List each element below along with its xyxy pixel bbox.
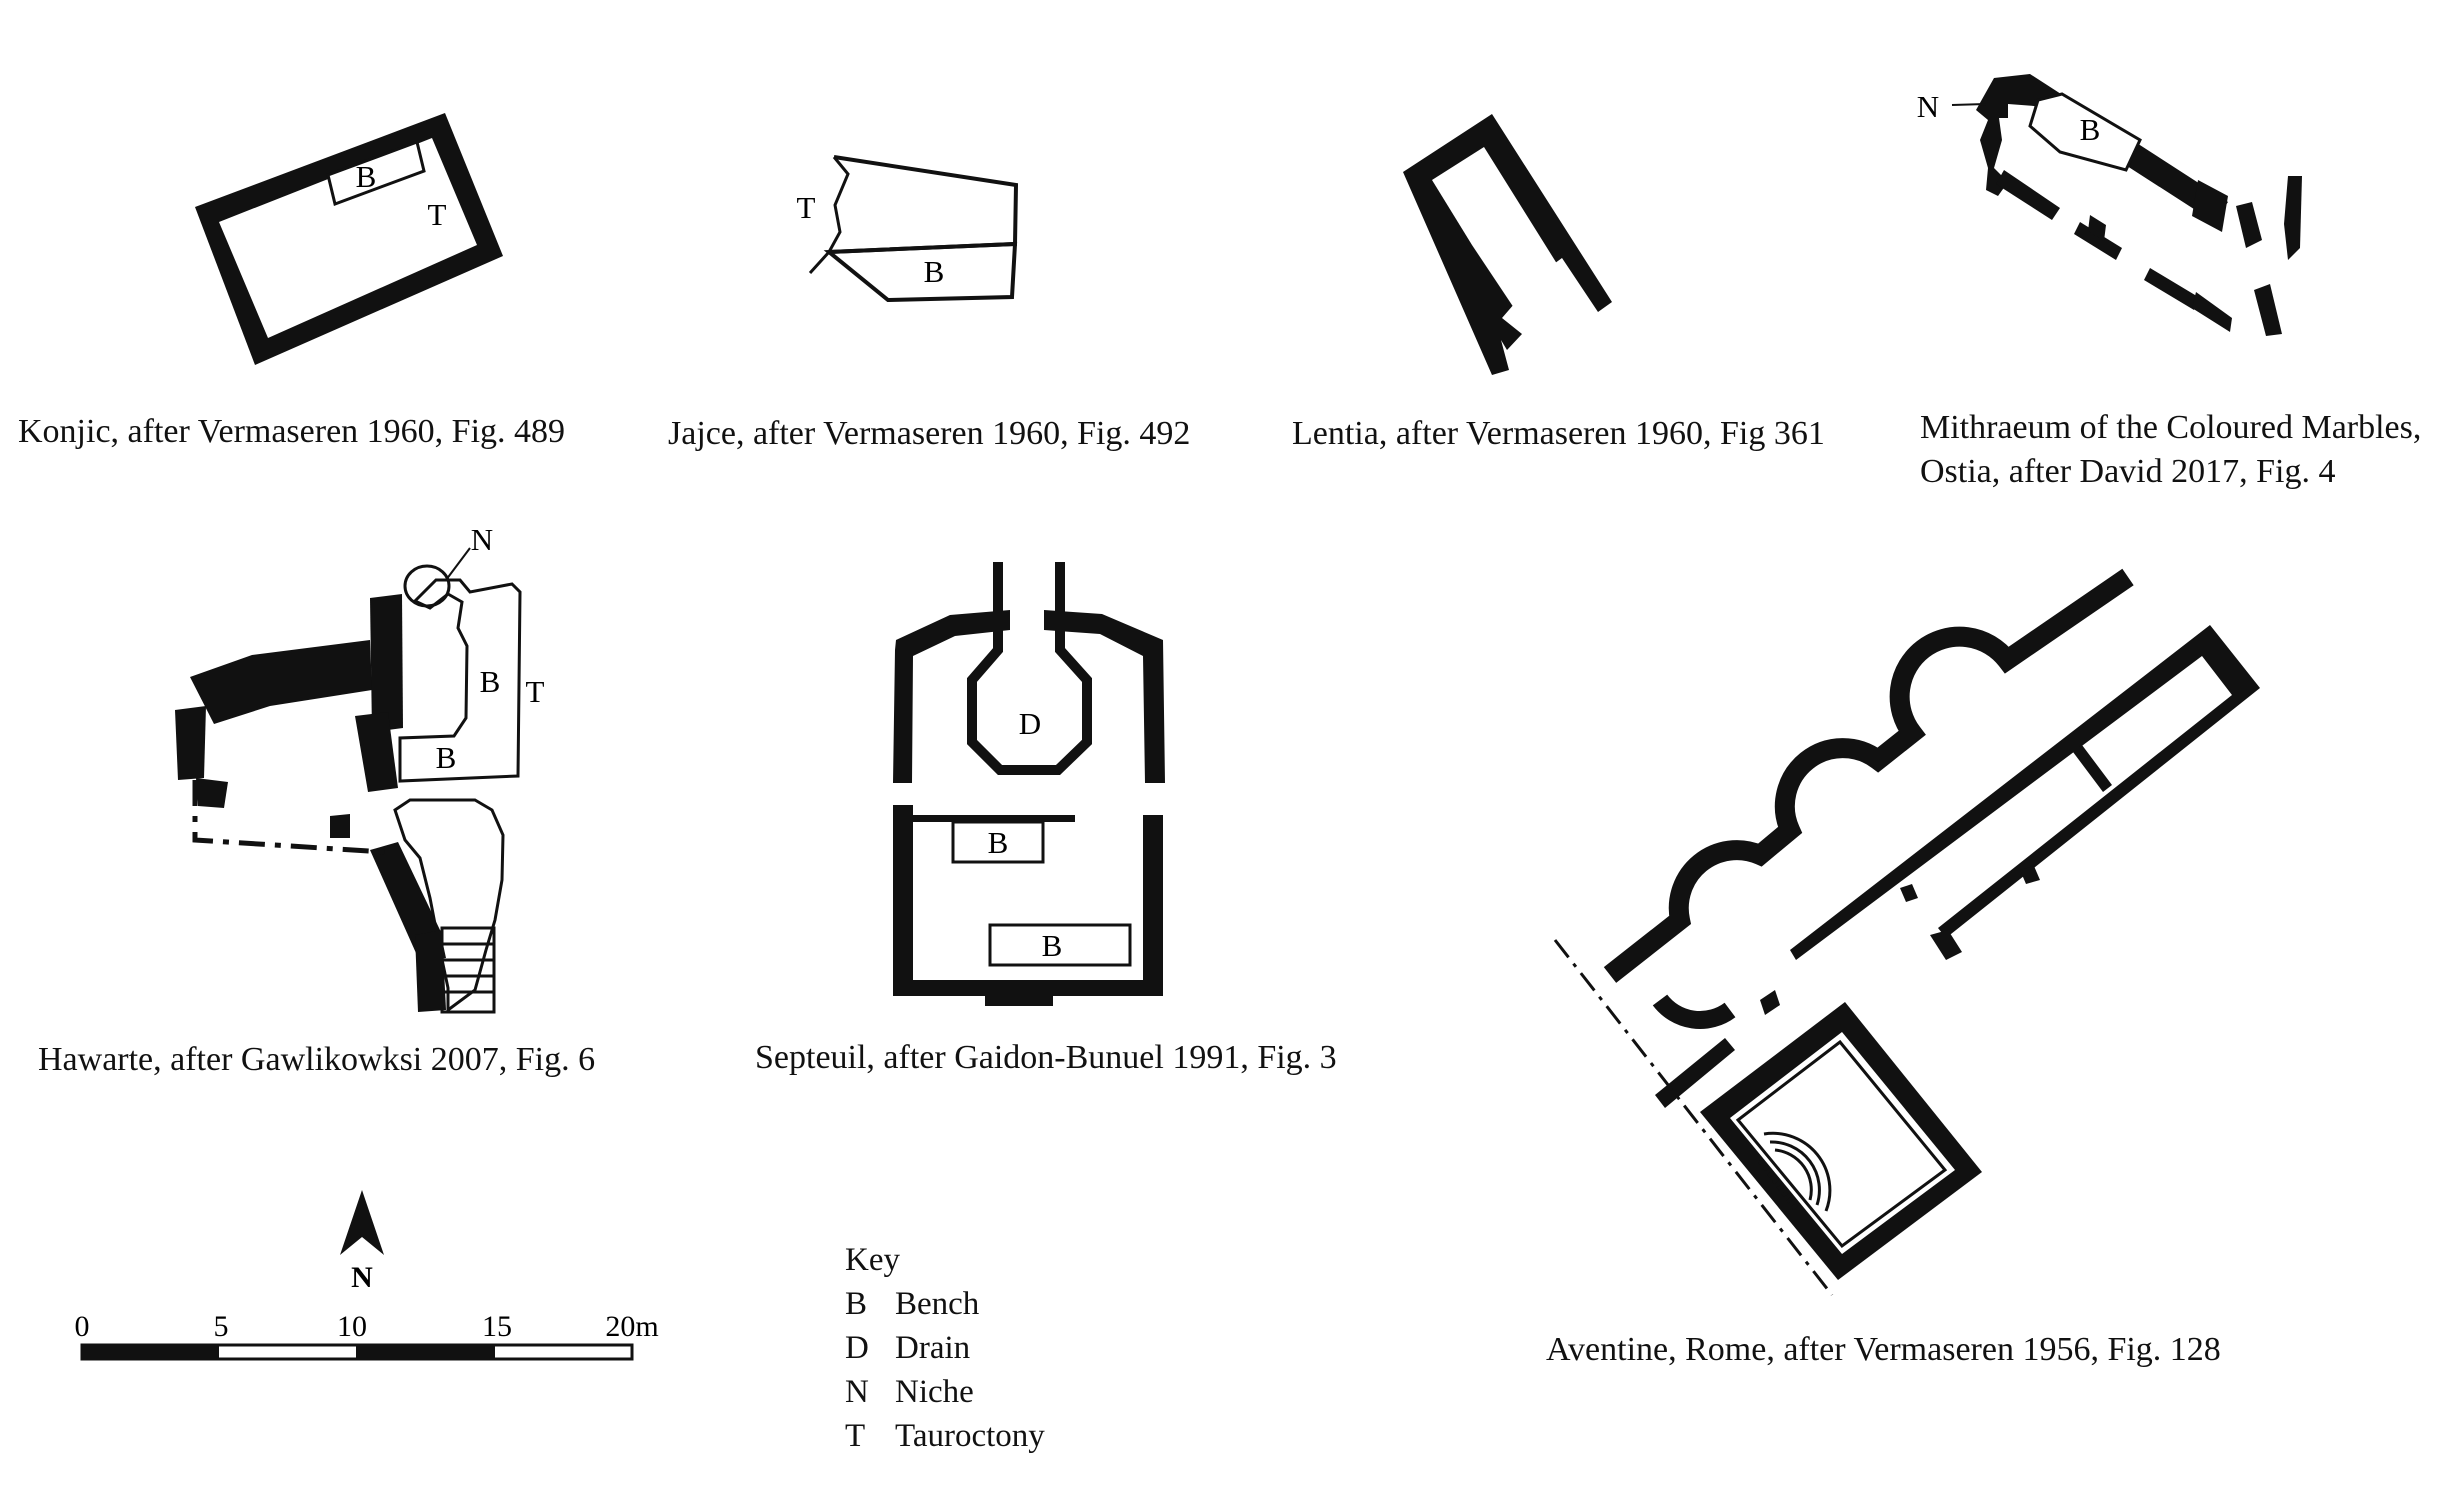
hawarte-tauroctony-label: T: [526, 674, 545, 709]
hawarte-bench-label-1: B: [480, 664, 501, 699]
jajce-tauroctony-label: T: [797, 190, 816, 225]
key-label: Bench: [895, 1286, 980, 1322]
scale-tick-15: 15: [482, 1310, 512, 1343]
caption-ostia-line1: Mithraeum of the Coloured Marbles,: [1920, 409, 2422, 446]
jajce-plan: T B: [797, 155, 1019, 303]
key-item: B Bench: [845, 1282, 1045, 1326]
scale-tick-20m: 20m: [605, 1310, 658, 1343]
key-letter: N: [845, 1374, 869, 1410]
caption-aventine: Aventine, Rome, after Vermaseren 1956, F…: [1546, 1331, 2221, 1368]
key-item: N Niche: [845, 1370, 1045, 1414]
septeuil-plan: D B B: [893, 562, 1165, 1006]
konjic-plan: B T: [195, 113, 503, 365]
hawarte-plan: N B T B: [175, 522, 545, 1014]
key-title: Key: [845, 1242, 900, 1278]
ostia-bench-label: B: [2080, 112, 2101, 147]
key-label: Drain: [895, 1330, 971, 1366]
jajce-bench-label: B: [924, 254, 945, 289]
key-label: Tauroctony: [895, 1418, 1045, 1454]
key-item: D Drain: [845, 1326, 1045, 1370]
key-letter: D: [845, 1330, 869, 1366]
lentia-plan: [1403, 114, 1612, 375]
caption-septeuil: Septeuil, after Gaidon-Bunuel 1991, Fig.…: [755, 1039, 1337, 1076]
hawarte-bench-label-2: B: [436, 740, 457, 775]
aventine-plan: [1553, 568, 2260, 1296]
scale-bar: 0 5 10 15 20m: [75, 1310, 659, 1361]
key-item: T Tauroctony: [845, 1414, 1045, 1458]
caption-jajce: Jajce, after Vermaseren 1960, Fig. 492: [668, 415, 1191, 452]
konjic-bench-label: B: [356, 159, 377, 194]
key-letter: T: [845, 1418, 866, 1454]
key-legend: Key B Bench D Drain N Niche T Tauroctony: [845, 1238, 1045, 1458]
caption-ostia-line2: Ostia, after David 2017, Fig. 4: [1920, 453, 2336, 490]
caption-hawarte: Hawarte, after Gawlikowksi 2007, Fig. 6: [38, 1041, 596, 1078]
hawarte-niche-label: N: [471, 522, 493, 557]
septeuil-drain-label: D: [1019, 706, 1041, 741]
septeuil-bench-label-1: B: [988, 825, 1009, 860]
north-arrow-label: N: [351, 1261, 373, 1294]
north-arrow: N: [340, 1190, 384, 1294]
konjic-tauroctony-label: T: [428, 197, 447, 232]
key-label: Niche: [895, 1374, 974, 1410]
key-letter: B: [845, 1286, 868, 1322]
caption-lentia: Lentia, after Vermaseren 1960, Fig 361: [1292, 415, 1825, 452]
caption-konjic: Konjic, after Vermaseren 1960, Fig. 489: [18, 413, 566, 450]
ostia-niche-label: N: [1917, 89, 1939, 124]
scale-tick-10: 10: [337, 1310, 367, 1343]
scale-tick-0: 0: [75, 1310, 90, 1343]
scale-tick-5: 5: [214, 1310, 229, 1343]
ostia-plan: N B: [1917, 74, 2302, 336]
septeuil-bench-label-2: B: [1042, 928, 1063, 963]
